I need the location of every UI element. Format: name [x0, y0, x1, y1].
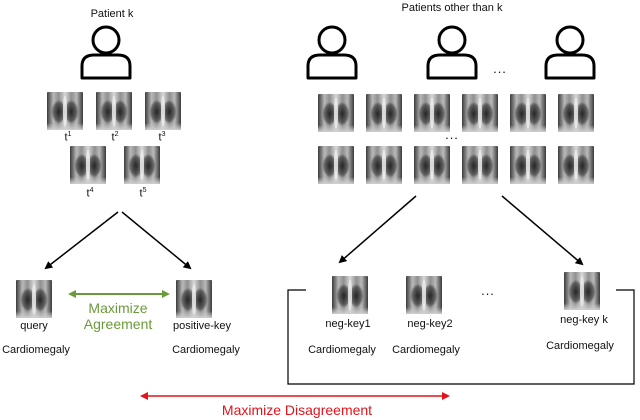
neg-key-k-xray	[564, 272, 600, 310]
query-xray	[16, 280, 52, 318]
other-xray-r1c4	[462, 94, 498, 132]
arrow-to-neg-keys-left	[338, 195, 417, 264]
other-xray-r1c3	[414, 94, 450, 132]
query-class-label: Cardiomegaly	[2, 344, 70, 356]
other-xray-r2c1	[318, 146, 354, 184]
time-label-t5: t5	[139, 187, 147, 200]
neg-key-k-class-label: Cardiomegaly	[546, 340, 614, 352]
other-patient-3-person-icon	[544, 25, 596, 80]
patient-k-xray-t2	[96, 92, 132, 130]
other-xray-r1c2	[366, 94, 402, 132]
arrow-to-positive-key	[121, 211, 192, 270]
arrow-to-neg-keys-right	[501, 195, 584, 266]
neg-key2-class-label: Cardiomegaly	[392, 344, 460, 356]
other-xray-r2c3	[414, 146, 450, 184]
other-patients-title: Patients other than k	[401, 2, 503, 14]
time-label-t3: t3	[158, 131, 166, 144]
neg-key2-xray	[406, 276, 442, 314]
other-xray-r2c4	[462, 146, 498, 184]
other-rows-ellipsis: ...	[445, 127, 459, 142]
patient-k-title: Patient k	[90, 8, 134, 20]
neg-key1-xray	[332, 276, 368, 314]
patient-k-xray-t5	[124, 146, 160, 184]
arrow-to-query	[44, 211, 119, 270]
positive-key-label: positive-key	[172, 320, 232, 332]
other-patient-1-person-icon	[306, 25, 358, 80]
positive-key-xray	[176, 280, 212, 318]
time-label-t4: t4	[86, 187, 94, 200]
other-xray-r1c6	[558, 94, 594, 132]
patient-k-person-icon	[80, 25, 132, 80]
neg-key1-class-label: Cardiomegaly	[308, 344, 376, 356]
neg-keys-ellipsis: ...	[481, 283, 495, 298]
maximize-agreement-label: Maximize Agreement	[83, 300, 153, 332]
maximize-disagreement-label: Maximize Disagreement	[221, 402, 373, 418]
time-label-t2: t2	[111, 131, 119, 144]
patient-k-xray-t3	[145, 92, 181, 130]
positive-key-class-label: Cardiomegaly	[172, 344, 240, 356]
neg-key2-label: neg-key2	[407, 318, 453, 330]
other-xray-r2c6	[558, 146, 594, 184]
patient-k-xray-t1	[47, 92, 83, 130]
other-patients-ellipsis: ...	[493, 61, 507, 76]
neg-key1-label: neg-key1	[325, 318, 371, 330]
query-label: query	[20, 320, 48, 332]
other-xray-r1c1	[318, 94, 354, 132]
neg-key-k-label: neg-key k	[560, 314, 608, 326]
patient-k-xray-t4	[70, 146, 106, 184]
other-xray-r2c5	[510, 146, 546, 184]
other-patient-2-person-icon	[426, 25, 478, 80]
time-label-t1: t1	[64, 131, 72, 144]
other-xray-r1c5	[510, 94, 546, 132]
negatives-bracket	[287, 289, 635, 385]
other-xray-r2c2	[366, 146, 402, 184]
